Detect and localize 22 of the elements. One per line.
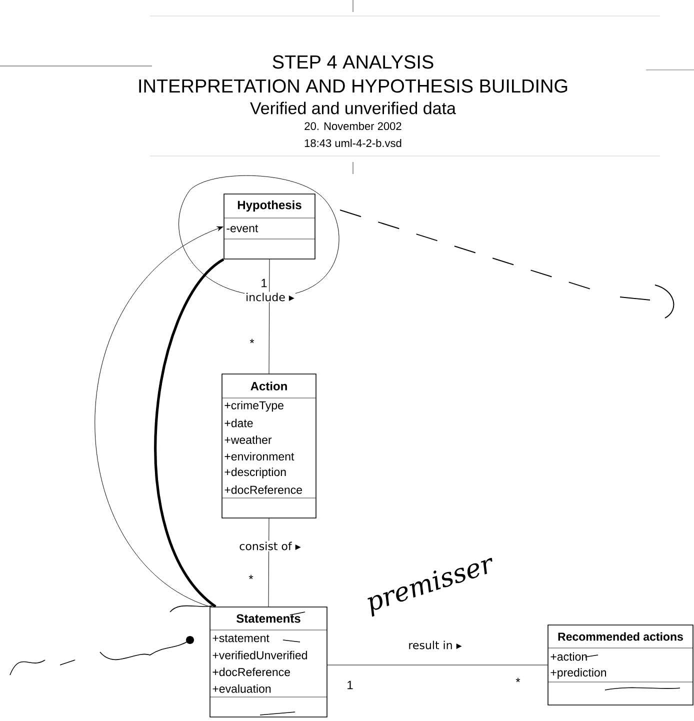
connector-line (154, 258, 224, 608)
connector-line (268, 259, 270, 374)
multiplicity: 1 (348, 680, 353, 690)
multiplicity: * (250, 338, 254, 344)
date-text: 20. November 2002 (304, 122, 402, 130)
connector-line (327, 664, 548, 666)
class-box: Hypothesis -event (224, 194, 316, 260)
class-box: Recommended actions +action +prediction (548, 624, 694, 706)
arrow (94, 226, 224, 607)
title: INTERPRETATION AND HYPOTHESIS BUILDING (139, 79, 568, 93)
multiplicity: * (516, 678, 520, 682)
multiplicity: * (248, 574, 254, 580)
class-box: Statements +statement +verifiedUnverified +docReference +evaluation (210, 606, 328, 718)
edge-label: result in ▸ (407, 640, 463, 650)
connector-line (268, 518, 270, 607)
class-box: Action +crimeType +date +weather +environment +description +docReference (222, 374, 316, 518)
title: STEP 4 ANALYSIS (272, 55, 434, 69)
multiplicity: 1 (262, 278, 267, 288)
edge-label: include ▸ (244, 292, 296, 302)
file-name: 18:43 uml-4-2-b.vsd (304, 138, 402, 148)
edge-label: consist of ▸ (238, 540, 302, 552)
subtitle: Verified and unverified data (250, 102, 456, 114)
